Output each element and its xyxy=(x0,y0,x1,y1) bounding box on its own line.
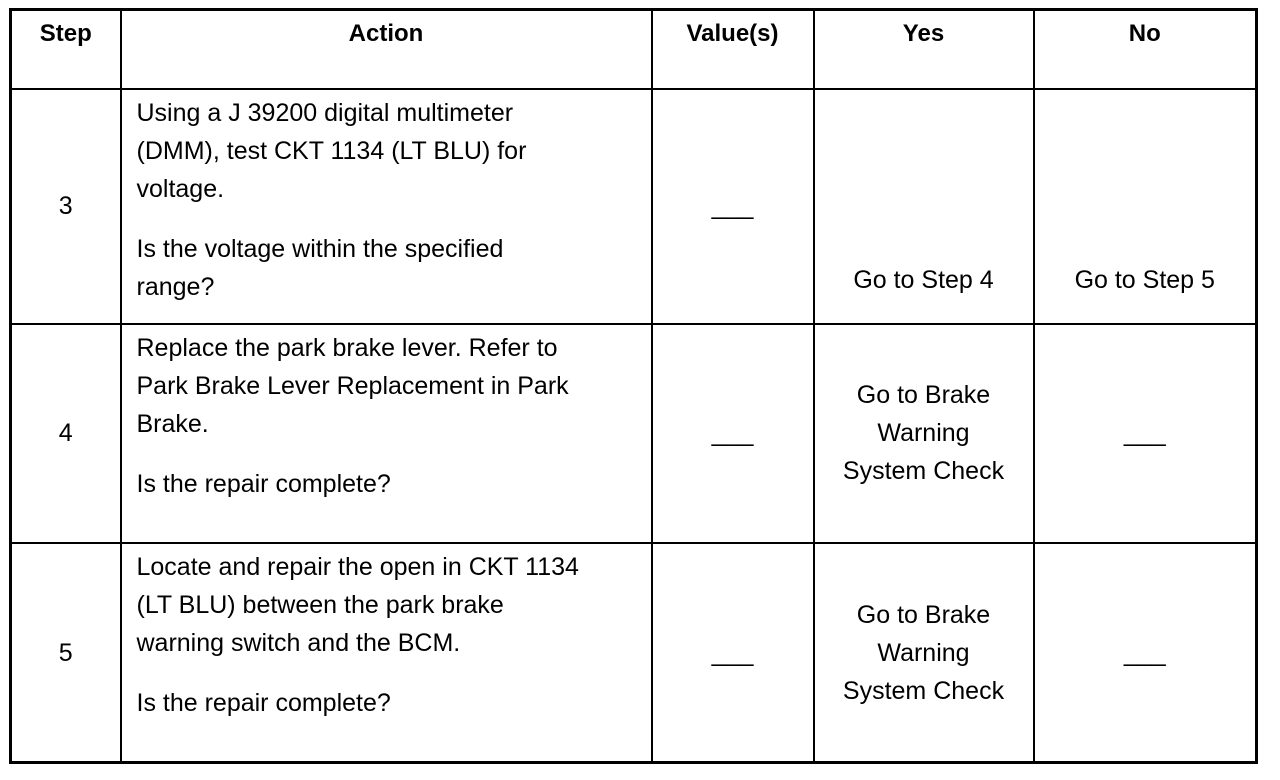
action-line: voltage. xyxy=(136,175,225,203)
action-line: Brake. xyxy=(136,409,209,438)
step-number: 5 xyxy=(9,542,122,764)
action-line: Replace the park brake lever. Refer to xyxy=(136,333,558,362)
yes-cell: Go to Brake Warning System Check xyxy=(812,542,1035,764)
action-question: Is the repair complete? xyxy=(137,684,639,722)
action-question: Is the repair complete? xyxy=(137,465,639,503)
no-cell: ___ xyxy=(1032,322,1258,545)
diagnostic-table: Step Action Value(s) Yes No 3 Using a J … xyxy=(9,8,1258,764)
value-cell: ___ xyxy=(650,322,815,545)
yes-line: Warning xyxy=(877,419,970,448)
yes-line: System Check xyxy=(842,457,1005,486)
value-cell: ___ xyxy=(650,542,815,764)
action-line: (LT BLU) between the park brake xyxy=(136,591,504,620)
no-dash: ___ xyxy=(1123,419,1166,448)
step-number: 3 xyxy=(9,88,122,325)
yes-line: Go to Brake xyxy=(856,381,991,410)
table-row: 3 Using a J 39200 digital multimeter (DM… xyxy=(9,88,1258,325)
action-line: (DMM), test CKT 1134 (LT BLU) for xyxy=(136,137,527,165)
yes-line: Warning xyxy=(877,638,970,667)
value-dash: ___ xyxy=(711,192,754,221)
action-line: Park Brake Lever Replacement in Park xyxy=(136,371,569,400)
value-dash: ___ xyxy=(711,638,754,667)
header-no: No xyxy=(1032,8,1258,90)
step-number: 4 xyxy=(9,322,122,545)
question-line: Is the voltage within the specified xyxy=(136,235,504,263)
action-question: Is the voltage within the specified rang… xyxy=(137,230,639,306)
header-action: Action xyxy=(119,8,653,90)
yes-cell: Go to Step 4 xyxy=(812,88,1035,325)
action-line: Locate and repair the open in CKT 1134 xyxy=(136,553,579,582)
value-dash: ___ xyxy=(711,419,754,448)
no-cell: Go to Step 5 xyxy=(1032,88,1258,325)
action-line: warning switch and the BCM. xyxy=(136,629,461,658)
question-line: Is the repair complete? xyxy=(136,469,391,498)
yes-cell: Go to Brake Warning System Check xyxy=(812,322,1035,545)
question-line: range? xyxy=(136,273,215,301)
table-row: 4 Replace the park brake lever. Refer to… xyxy=(9,322,1258,545)
question-line: Is the repair complete? xyxy=(136,689,391,718)
header-yes: Yes xyxy=(812,8,1035,90)
no-dash: ___ xyxy=(1123,638,1166,667)
header-row: Step Action Value(s) Yes No xyxy=(9,8,1258,90)
action-cell: Using a J 39200 digital multimeter (DMM)… xyxy=(119,88,653,325)
action-cell: Locate and repair the open in CKT 1134 (… xyxy=(119,542,653,764)
header-step: Step xyxy=(9,8,122,90)
yes-line: Go to Brake xyxy=(856,600,991,629)
action-line: Using a J 39200 digital multimeter xyxy=(136,99,514,127)
value-cell: ___ xyxy=(650,88,815,325)
header-values: Value(s) xyxy=(650,8,815,90)
no-cell: ___ xyxy=(1032,542,1258,764)
table-row: 5 Locate and repair the open in CKT 1134… xyxy=(9,542,1258,764)
yes-line: System Check xyxy=(842,676,1005,705)
action-cell: Replace the park brake lever. Refer to P… xyxy=(119,322,653,545)
